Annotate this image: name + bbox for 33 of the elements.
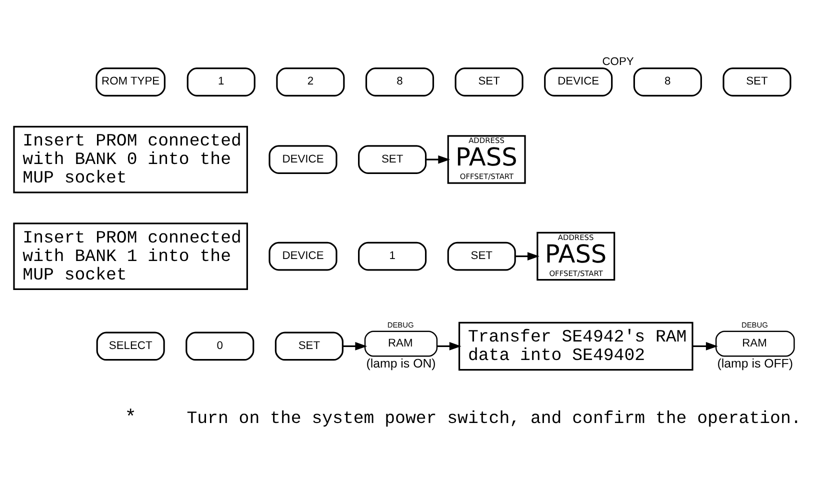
arrow [515,252,540,260]
node-box: 1 [358,241,427,270]
node-box: RAM [715,330,795,356]
node-box: Transfer SE4942's RAM data into SE49402 [458,321,694,370]
node-box: SET [722,67,792,96]
node-box: DEVICE [268,241,338,270]
node-box: SELECT [96,331,165,360]
node-box: 8 [633,67,702,96]
node-box: SET [447,241,516,270]
label: Turn on the system power switch, and confirm the operation. [186,409,802,428]
node-box: 2 [276,67,345,96]
node-box: Insert PROM connected with BANK 0 into the MUP socket [13,125,248,193]
node-box: RAM [364,330,438,356]
label: * [124,405,137,428]
node-label: COPY [602,55,634,68]
node-box: 0 [186,331,254,360]
arrow [342,342,368,350]
arrow [426,154,450,164]
node-box: SET [274,331,344,360]
node-box: 8 [365,67,434,96]
node-label: (lamp is ON) [366,356,436,370]
node-box: DEVICE [268,144,338,174]
node-box: ROM TYPE [96,67,166,96]
node-box: SET [358,144,427,174]
node-label: DEBUG [387,320,414,329]
arrow [692,342,718,350]
node-label: DEBUG [741,320,768,329]
node-box: Insert PROM connected with BANK 1 into the MUP socket [13,222,248,290]
node-label: (lamp is OFF) [717,356,794,370]
node-box: 1 [186,67,256,96]
node-box: SET [454,67,524,96]
node-box: DEVICE [544,67,613,96]
arrow [437,342,462,350]
